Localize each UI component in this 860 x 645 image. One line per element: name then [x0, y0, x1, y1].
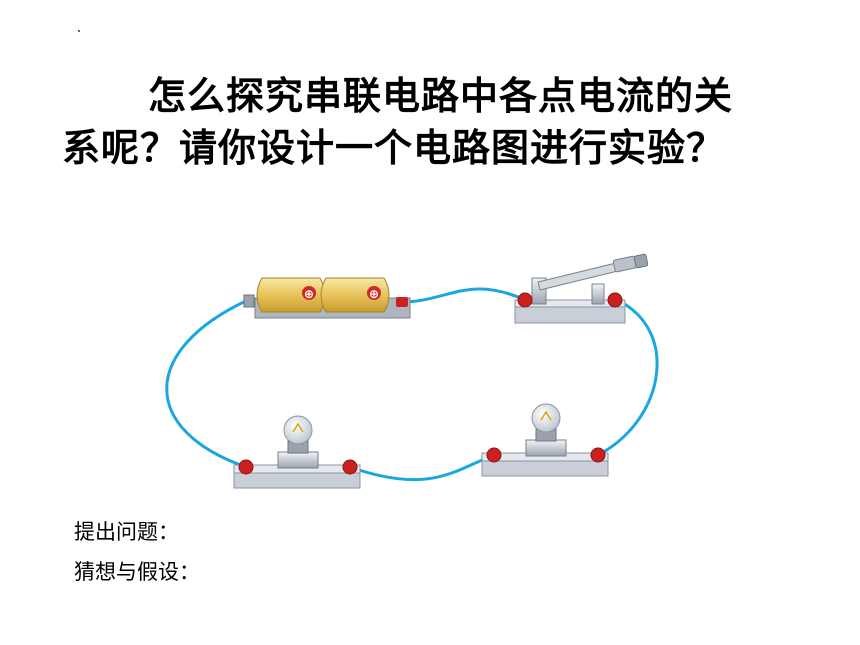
battery-holder: ⊕ ⊕ [243, 277, 411, 319]
bulb-2 [481, 403, 609, 477]
wires [165, 287, 659, 482]
wire-bulb2-to-bulb1 [348, 453, 496, 482]
switch-terminal-right [607, 292, 623, 308]
title-line-2: 系呢？请你设计一个电路图进行实验？ [62, 126, 726, 170]
cell1-positive-symbol: ⊕ [304, 287, 314, 301]
wire-switch-to-bulb2 [596, 298, 659, 457]
wire-bulb1-to-battery [165, 298, 250, 469]
hypothesis-label: 猜想与假设： [74, 560, 200, 584]
page-title: 怎么探究串联电路中各点电流的关 系呢？请你设计一个电路图进行实验？ [62, 70, 822, 174]
bulb2-terminal-left [486, 447, 502, 463]
bulb1-terminal-right [342, 459, 358, 475]
bulb1-terminal-left [238, 459, 254, 475]
circuit-diagram: ⊕ ⊕ [165, 253, 659, 489]
switch-terminal-left [517, 292, 533, 308]
battery-terminal [396, 297, 408, 307]
knife-switch [514, 253, 649, 324]
bulb2-terminal-right [590, 447, 606, 463]
cell2-positive-symbol: ⊕ [369, 287, 379, 301]
title-line-1: 怎么探究串联电路中各点电流的关 [148, 74, 734, 118]
wire-battery-to-switch [403, 287, 527, 304]
decorative-dot [78, 30, 80, 32]
question-label: 提出问题： [74, 520, 179, 544]
bulb-1 [233, 415, 361, 489]
